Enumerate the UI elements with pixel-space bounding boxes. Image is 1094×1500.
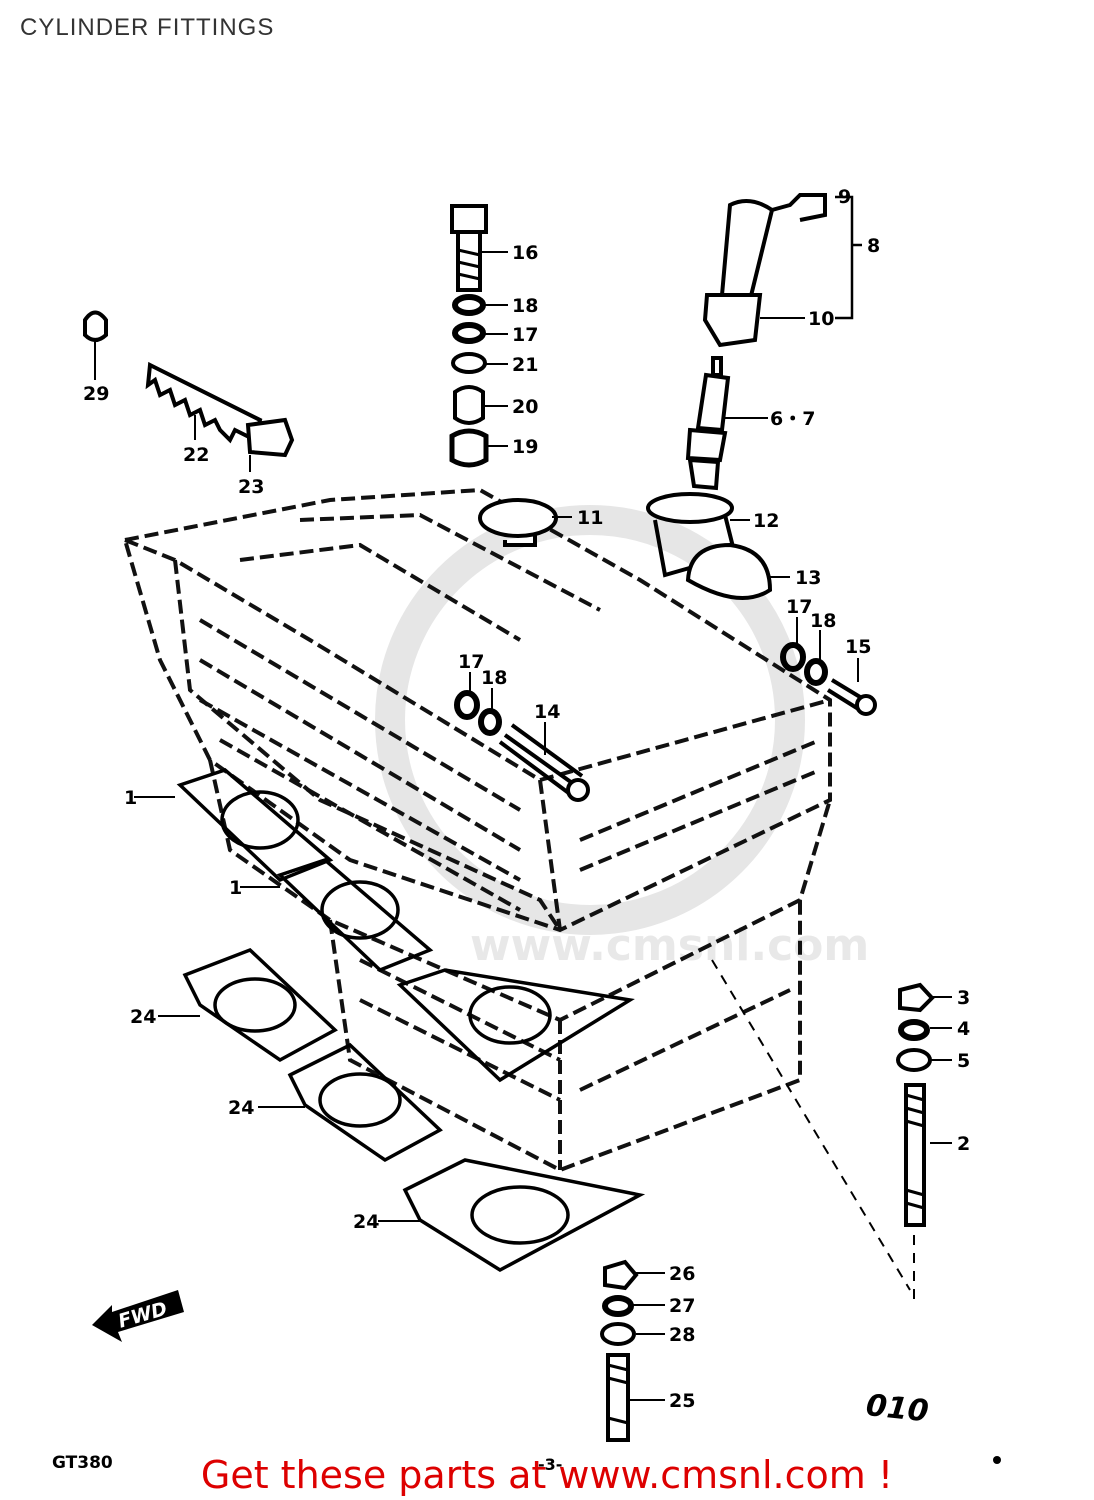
callout-4: 4 [957,1018,970,1040]
callout-19: 19 [512,436,538,458]
callout-21: 21 [512,354,538,376]
callout-1: 1 [124,787,137,809]
callout-2: 2 [957,1133,970,1155]
washer-28 [600,1322,636,1346]
washer-5 [896,1048,932,1072]
base-gasket-24 [182,947,646,1273]
washer-18-mid [478,708,502,736]
leader-lines [94,251,952,1401]
callout-25: 25 [669,1390,695,1412]
stray-mark [993,1456,1001,1464]
stud-2 [904,1083,926,1227]
callout-18: 18 [481,667,507,689]
callout-6-7: 6・7 [770,408,815,430]
model-code: GT380 [52,1453,113,1473]
footer-link[interactable]: Get these parts at www.cmsnl.com ! [200,1453,894,1497]
washer-18-top [452,294,486,316]
reference-lines [711,959,915,1300]
bolt-16 [450,204,488,292]
callout-26: 26 [669,1263,695,1285]
stud-25 [606,1353,630,1442]
washer-21 [451,352,487,374]
spacer-20 [453,385,485,425]
callout-13: 13 [795,567,821,589]
callout-16: 16 [512,242,538,264]
head-gasket-1 [176,768,635,1083]
callout-24: 24 [228,1097,254,1119]
callout-24: 24 [353,1211,379,1233]
callout-11: 11 [577,507,603,529]
cap-29 [83,310,108,342]
nut-3 [898,982,935,1013]
grommet-19 [449,428,489,468]
callout-18: 18 [512,295,538,317]
washer-17-mid [454,690,480,720]
watermark-logo: www.cmsnl.com [375,505,869,971]
page-number: -3- [538,1455,562,1474]
callout-24: 24 [130,1006,156,1028]
rubber-damper-22 [145,361,263,444]
bolt-14 [498,723,590,802]
page-title: CYLINDER FITTINGS [20,14,275,41]
callout-10: 10 [808,308,834,330]
callout-bracket-8 [835,195,862,320]
cap-13 [685,542,773,600]
callout-17: 17 [786,596,812,618]
callout-27: 27 [669,1295,695,1317]
spark-plug-6-7 [685,356,731,491]
callout-22: 22 [183,444,209,466]
callout-18: 18 [810,610,836,632]
callout-23: 23 [238,476,264,498]
callout-17: 17 [458,651,484,673]
callout-5: 5 [957,1050,970,1072]
callout-8: 8 [867,235,880,257]
callout-15: 15 [845,636,871,658]
callout-28: 28 [669,1324,695,1346]
washer-17-right [780,642,806,672]
callout-14: 14 [534,701,560,723]
callout-29: 29 [83,383,109,405]
washer-27 [602,1295,634,1317]
washer-17-top [452,322,486,344]
callout-1: 1 [229,877,242,899]
callout-3: 3 [957,987,970,1009]
washer-18-right [804,658,828,686]
callout-12: 12 [753,510,779,532]
cap-23 [245,417,295,458]
watermark-text: www.cmsnl.com [470,920,869,971]
washer-4 [898,1019,930,1041]
fwd-arrow-icon: FWD [92,1290,184,1342]
callout-17: 17 [512,324,538,346]
plug-cap-8 [702,193,827,348]
diagram-code: 010 [864,1388,930,1429]
cylinder-block [122,487,832,1173]
fwd-label: FWD [116,1298,170,1333]
callout-20: 20 [512,396,538,418]
callout-9: 9 [838,186,851,208]
nut-26 [603,1259,639,1291]
bolt-15 [826,678,877,716]
callout-labels: 1 1 2 3 4 5 6・7 8 9 10 11 12 13 14 15 16… [83,186,970,1412]
